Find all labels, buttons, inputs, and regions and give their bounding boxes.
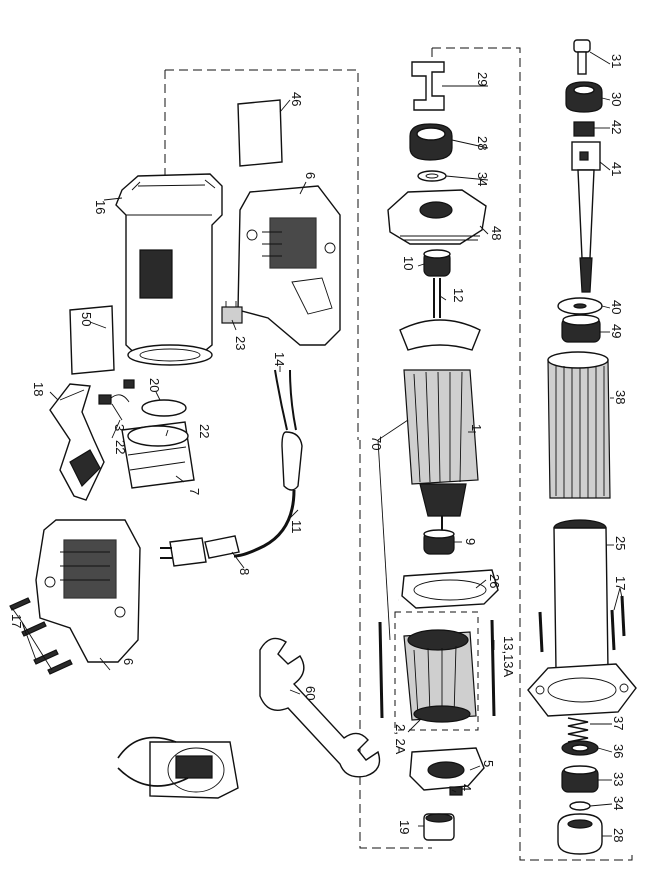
bearing-33 (561, 765, 599, 793)
callout-14: 14 (272, 352, 287, 366)
washer-34-top (417, 170, 447, 182)
callout-40: 40 (609, 300, 624, 314)
field-2 (403, 629, 477, 723)
callout-60: 60 (303, 686, 318, 700)
callout-33: 33 (611, 772, 626, 786)
housing-tube-25 (553, 519, 609, 671)
callout-46: 46 (289, 92, 304, 106)
callout-29: 29 (475, 72, 490, 86)
nut-28-bottom (557, 813, 603, 855)
callout-6-upper: 6 (303, 172, 318, 179)
callout-16: 16 (93, 200, 108, 214)
power-cord (160, 369, 303, 567)
callout-18: 18 (31, 382, 46, 396)
callout-50: 50 (79, 312, 94, 326)
washer-40 (557, 297, 603, 315)
callout-36: 36 (611, 744, 626, 758)
screw-31 (573, 39, 591, 75)
callout-34-bottom: 34 (611, 796, 626, 810)
armature-1 (399, 278, 481, 534)
callout-6-lower: 6 (121, 658, 136, 665)
collet-36 (561, 740, 599, 756)
callout-17-left: 17 (9, 614, 24, 628)
screws-17-right (538, 595, 626, 653)
callout-37: 37 (611, 716, 626, 730)
handle-half-upper (237, 185, 341, 346)
callout-19: 19 (397, 820, 412, 834)
mounting-flange (527, 663, 637, 717)
callout-5: 5 (481, 760, 496, 767)
trigger-18 (49, 383, 105, 501)
callout-11: 11 (289, 520, 304, 534)
callout-31: 31 (609, 54, 624, 68)
callout-48: 48 (489, 226, 504, 240)
callout-13-13a: 13,13A (501, 636, 516, 678)
nut-42 (573, 121, 595, 137)
bearing-49 (561, 314, 601, 343)
callout-28-bottom: 28 (611, 828, 626, 842)
label-plate-46 (237, 99, 283, 167)
bearing-19 (423, 813, 455, 841)
end-bell-5 (409, 747, 485, 791)
gear-head-48 (387, 189, 487, 245)
motor-housing (115, 173, 223, 366)
screws-17-left (9, 597, 73, 675)
callout-3: 3 (112, 424, 127, 431)
spring-37 (567, 717, 589, 743)
clip-29 (411, 61, 445, 111)
callout-20: 20 (147, 378, 162, 392)
callout-38: 38 (613, 390, 628, 404)
callout-49: 49 (609, 324, 624, 338)
dashed-group-frames (164, 47, 633, 861)
spindle-41 (571, 141, 601, 293)
nut-30 (565, 81, 603, 113)
label-plate-50 (69, 305, 115, 375)
callout-25: 25 (613, 536, 628, 550)
carbon-brushes (98, 379, 135, 405)
callout-12: 12 (451, 288, 466, 302)
callout-labels: 16 46 6 50 23 14 20 18 3 22 22 7 11 8 17… (9, 54, 628, 842)
callout-9: 9 (463, 538, 478, 545)
bearing-10 (423, 249, 451, 277)
callout-8: 8 (237, 568, 252, 575)
callout-22-right: 22 (197, 424, 212, 438)
callout-17-right: 17 (613, 576, 628, 590)
wiring-detail (117, 736, 239, 799)
bearing-9 (423, 529, 455, 555)
callout-10: 10 (401, 256, 416, 270)
callout-1: 1 (469, 424, 484, 431)
callout-34-top: 34 (475, 172, 490, 186)
callout-70: 70 (369, 436, 384, 450)
callout-42: 42 (609, 120, 624, 134)
sleeve-38 (547, 351, 611, 499)
callout-41: 41 (609, 162, 624, 176)
leader-lines (11, 51, 623, 837)
callout-30: 30 (609, 92, 624, 106)
baffle-26 (401, 569, 499, 609)
wrench-60 (259, 637, 381, 778)
callout-22-left: 22 (113, 440, 128, 454)
through-screws-13 (378, 619, 496, 719)
handle-half-lower (35, 519, 141, 663)
screw-4 (449, 786, 463, 796)
switch-23 (221, 301, 243, 324)
callout-4: 4 (459, 784, 474, 791)
callout-28-top: 28 (475, 136, 490, 150)
callout-2-2a: 2, 2A (393, 724, 408, 755)
washer-34-bottom (569, 801, 591, 811)
nut-28-top (409, 123, 453, 161)
callout-7: 7 (187, 488, 202, 495)
brush-holder-7 (121, 399, 195, 489)
callout-26: 26 (487, 574, 502, 588)
callout-23: 23 (233, 336, 248, 350)
